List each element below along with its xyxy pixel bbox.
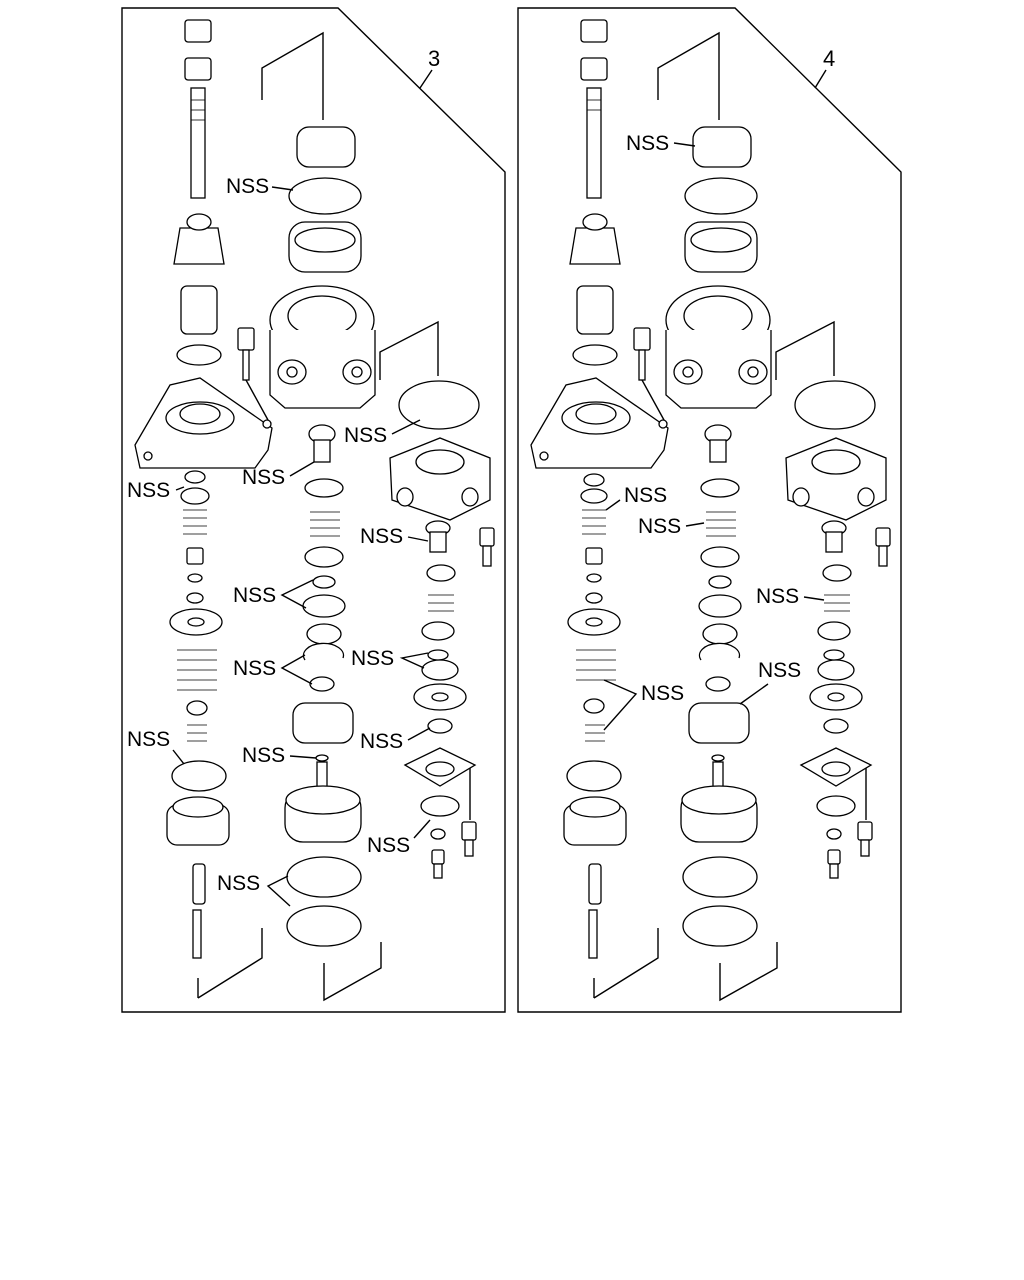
nss-label: NSS [638,515,681,538]
nss-label: NSS [360,730,403,753]
panel-4-center-stack [657,31,835,1002]
panel-4-callouts: NSS NSS NSS NSS NSS NSS [603,132,825,731]
nss-label: NSS [233,584,276,607]
nss-label: NSS [367,834,410,857]
nss-label: NSS [351,647,394,670]
nss-label: NSS [127,728,170,751]
nss-label: NSS [242,744,285,767]
panel-4-frame [517,7,902,1013]
nss-label: NSS [127,479,170,502]
panel-4-right-stack [785,380,891,879]
panel-4: 4 [517,7,902,1013]
panel-3: 3 [121,7,506,1013]
seal-ring-3c [286,856,362,898]
panel-4-left-stack [530,19,669,999]
nss-label: NSS [226,175,269,198]
valve-body [269,285,376,409]
nss-label: NSS [242,466,285,489]
nss-label: NSS [756,585,799,608]
nss-label: NSS [641,682,684,705]
nss-label: NSS [344,424,387,447]
panel-3-left-stack [134,19,273,999]
panel-3-right-stack [389,380,495,879]
nss-label: NSS [626,132,669,155]
seal-ring-3a [171,760,227,792]
panel-3-center-stack [261,31,439,1002]
nss-label: NSS [233,657,276,680]
nss-label: NSS [360,525,403,548]
panel-3-frame [121,7,506,1013]
seal-ring-3b [288,177,362,215]
nss-label: NSS [758,659,801,682]
seal-ring-3d [286,905,362,947]
panel-4-number: 4 [823,46,835,71]
panel-3-callouts: NSS NSS NSS NSS NSS NSS NSS NSS NSS NSS … [127,175,431,907]
nss-label: NSS [624,484,667,507]
panel-3-number: 3 [428,46,440,71]
nss-label: NSS [217,872,260,895]
